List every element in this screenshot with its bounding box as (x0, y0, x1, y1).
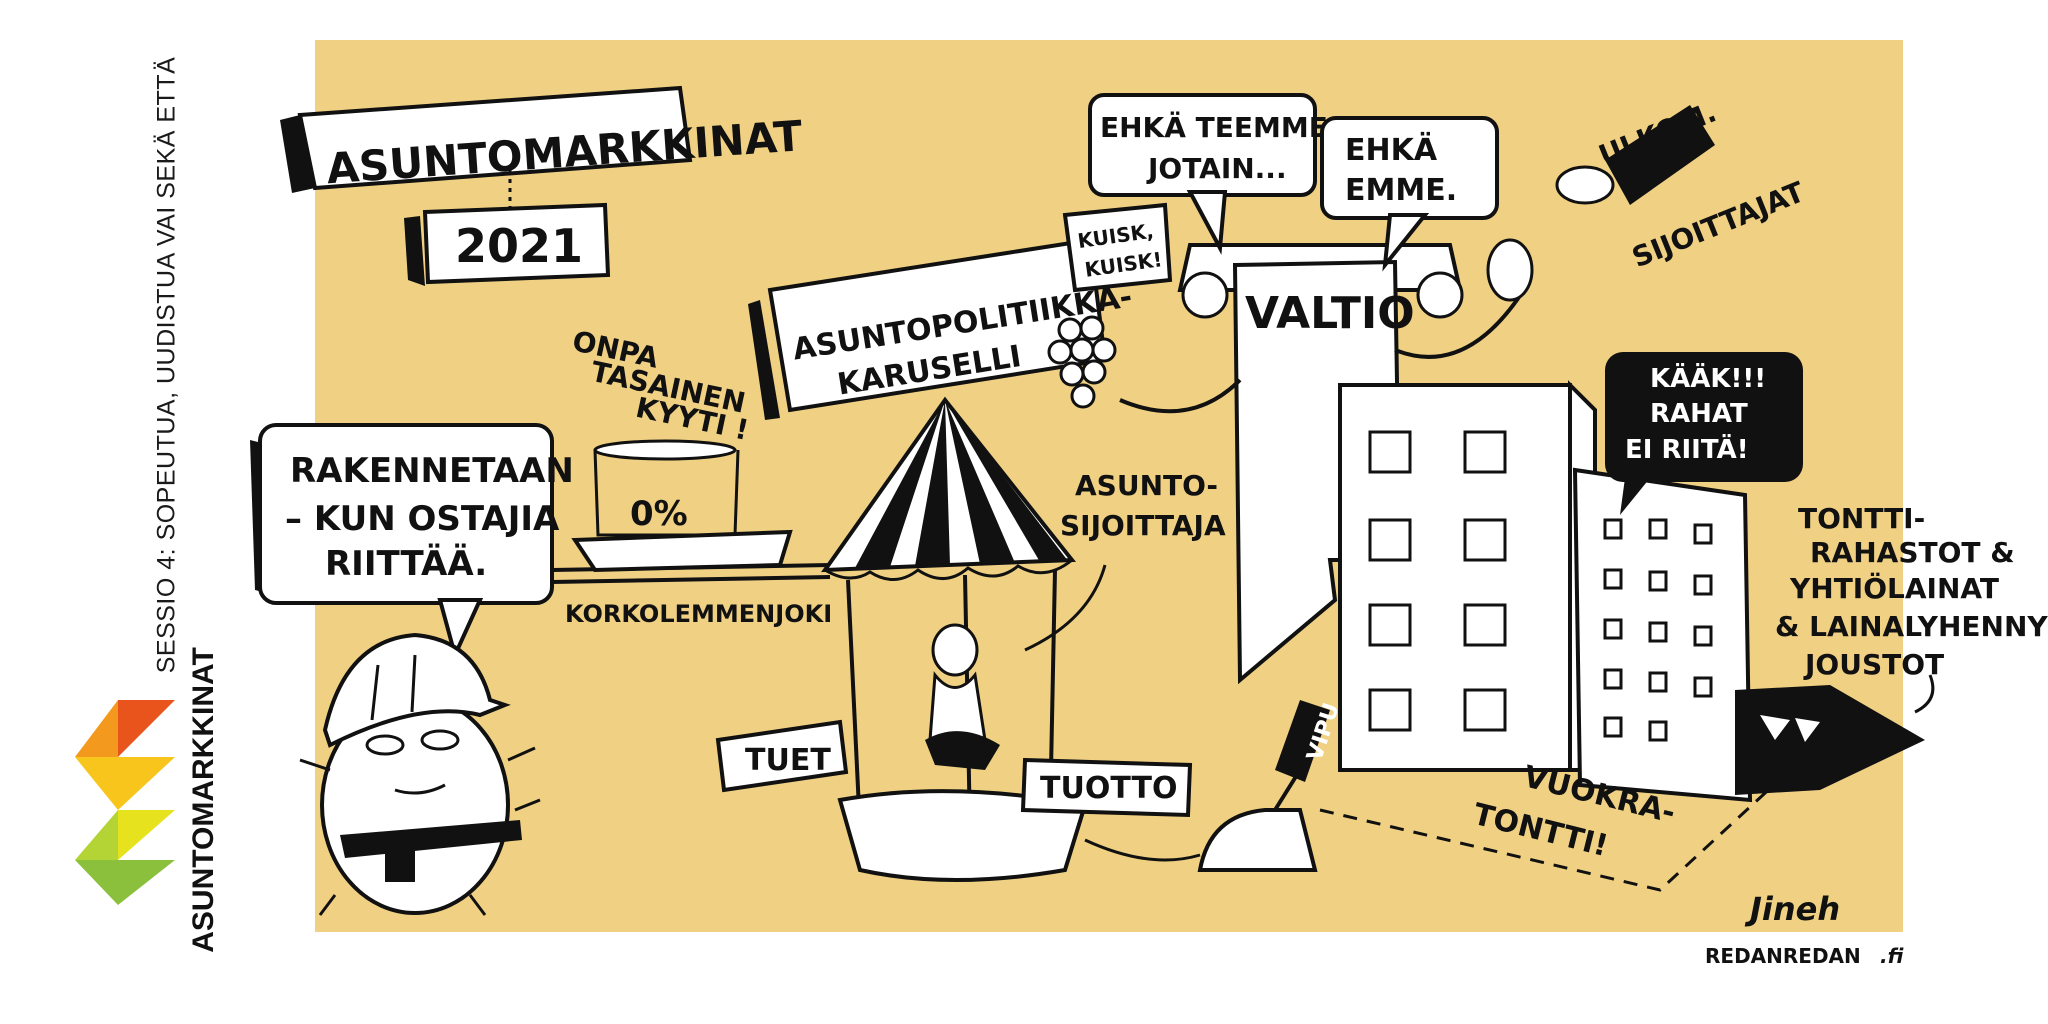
artist-signature: Jineh (1744, 890, 1840, 928)
year-text: 2021 (455, 219, 583, 273)
funds-line5: JOUSTOT (1803, 648, 1944, 681)
investor-line2: SIJOITTAJA (1060, 509, 1226, 542)
builder-line1: RAKENNETAAN (290, 451, 574, 491)
whisper-bubble: KUISK, KUISK! (1062, 202, 1173, 293)
funds-line3: YHTIÖLAINAT (1789, 571, 1999, 605)
tall-building-icon (1338, 380, 1597, 772)
carousel-tuotto-sign: TUOTTO (1020, 757, 1193, 818)
building-shout-bubble: KÄÄK!!! RAHAT EI RIITÄ! (1605, 352, 1803, 515)
state-label: VALTIO (1245, 288, 1415, 339)
credits-site: REDANREDAN (1705, 944, 1861, 968)
credits-site-suffix: .fi (1880, 944, 1904, 968)
bubble1-line1: EHKÄ TEEMME (1100, 110, 1328, 144)
bubble1-line2: JOTAIN... (1146, 152, 1287, 185)
builder-line2: – KUN OSTAJIA (285, 499, 560, 539)
state-speech-bubble-2: EHKÄ EMME. (1320, 116, 1499, 272)
funds-line2: RAHASTOT & (1810, 536, 2015, 569)
investor-line1: ASUNTO- (1075, 469, 1218, 502)
builder-line3: RIITTÄÄ. (325, 543, 487, 584)
funds-line4: & LAINALYHENNYS- (1775, 610, 2048, 643)
tuotto-label: TUOTTO (1040, 771, 1177, 806)
bubble2-line2: EMME. (1345, 173, 1457, 208)
river-label: KORKOLEMMENJOKI (565, 600, 832, 628)
shout-line1: KÄÄK!!! (1650, 362, 1766, 394)
building-icon (1572, 467, 1753, 803)
tuet-label: TUET (745, 743, 831, 778)
shout-line2: RAHAT (1650, 399, 1748, 429)
funds-line1: TONTTI- (1798, 502, 1925, 535)
state-column-icon: VALTIO (1119, 238, 1534, 685)
rate-bowl-icon: 0% (571, 439, 793, 573)
carousel-icon (821, 396, 1088, 882)
brand-logo-icon (75, 700, 175, 905)
bubble2-line1: EHKÄ (1345, 132, 1438, 168)
lever-icon: VIPU (1084, 700, 1345, 872)
shout-line3: EI RIITÄ! (1625, 433, 1749, 465)
shadow-creature-icon (1735, 685, 1925, 795)
builder-character-icon (299, 632, 541, 916)
funds-label: TONTTI- RAHASTOT & YHTIÖLAINAT & LAINALY… (1775, 502, 2048, 714)
builder-speech-bubble: RAKENNETAAN – KUN OSTAJIA RIITTÄÄ. (250, 423, 574, 661)
rate-percent: 0% (630, 494, 688, 534)
housing-investor-label: ASUNTO- SIJOITTAJA (1024, 469, 1226, 652)
state-speech-bubble-1: EHKÄ TEEMME JOTAIN... (1088, 93, 1328, 255)
grapes-icon (1047, 315, 1117, 409)
carousel-tuet-sign: TUET (715, 719, 849, 793)
